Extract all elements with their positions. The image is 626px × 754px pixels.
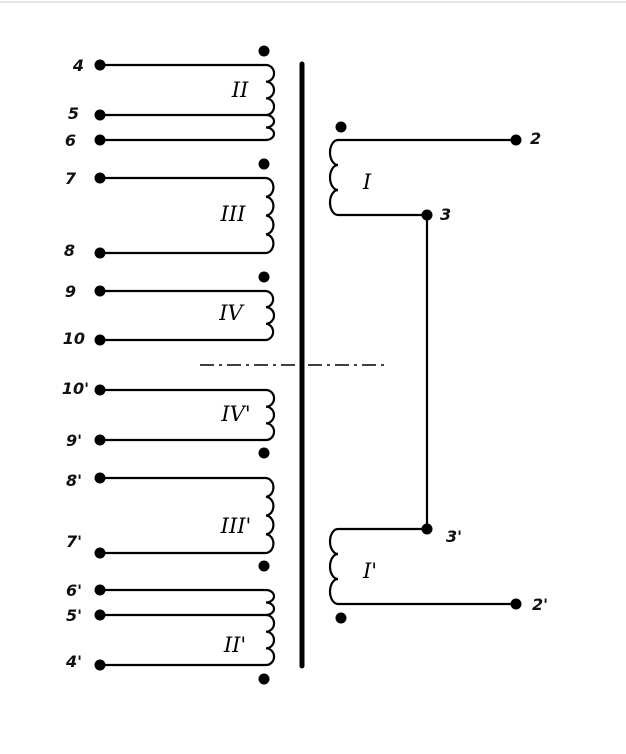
pin-dot-10	[94, 334, 106, 346]
polarity-dot-II	[258, 45, 270, 57]
winding-label-II: II	[231, 78, 249, 102]
pin-dot-5-prime	[94, 609, 106, 621]
winding-label-II-prime: II'	[223, 633, 246, 657]
winding-label-IV-prime: IV'	[220, 402, 250, 426]
winding-IV-prime	[94, 384, 276, 459]
pin-label-4-prime: 4'	[65, 652, 82, 671]
pin-label-9-prime: 9'	[66, 431, 82, 450]
winding-III-prime	[94, 472, 275, 572]
pin-label-7-prime: 7'	[66, 532, 82, 551]
pin-dot-8	[94, 247, 106, 259]
pin-label-4: 4	[72, 56, 84, 75]
polarity-dot-IV-prime	[258, 447, 270, 459]
pin-dot-4	[94, 59, 106, 71]
polarity-dot-IV	[258, 271, 270, 283]
pin-dot-4-prime	[94, 659, 106, 671]
pin-label-8-prime: 8'	[66, 471, 82, 490]
winding-label-IV: IV	[218, 301, 244, 325]
pin-label-2-prime: 2'	[532, 595, 548, 614]
pin-label-8: 8	[64, 241, 75, 260]
pin-label-2: 2	[530, 129, 541, 148]
pin-dot-9-prime	[94, 434, 106, 446]
pin-label-3: 3	[440, 205, 451, 224]
winding-label-III: III	[220, 202, 247, 226]
pin-dot-7	[94, 172, 106, 184]
winding-label-III-prime: III'	[220, 514, 252, 538]
pin-label-6-prime: 6'	[66, 581, 82, 600]
winding-label-I: I	[362, 170, 372, 194]
polarity-dot-I	[335, 121, 347, 133]
pin-dot-9	[94, 285, 106, 297]
polarity-dot-III	[258, 158, 270, 170]
winding-II-prime	[94, 584, 276, 685]
polarity-dot-III-prime	[258, 560, 270, 572]
pin-dot-8-prime	[94, 472, 106, 484]
pin-dot-5	[94, 109, 106, 121]
winding-II	[94, 45, 276, 146]
pin-label-7: 7	[65, 169, 77, 188]
pin-dot-3-prime	[421, 523, 433, 535]
pin-label-9: 9	[65, 282, 76, 301]
winding-I-prime	[328, 523, 522, 624]
pin-dot-6-prime	[94, 584, 106, 596]
polarity-dot-I-prime	[335, 612, 347, 624]
pin-label-6: 6	[65, 131, 76, 150]
pin-label-5-prime: 5'	[66, 606, 82, 625]
pin-label-5: 5	[68, 104, 79, 123]
pin-label-10: 10	[63, 329, 85, 348]
pin-label-10-prime: 10'	[62, 379, 89, 398]
pin-dot-6	[94, 134, 106, 146]
winding-label-I-prime: I'	[362, 559, 377, 583]
pin-dot-2	[510, 134, 522, 146]
pin-dot-10-prime	[94, 384, 106, 396]
pin-dot-7-prime	[94, 547, 106, 559]
polarity-dot-II-prime	[258, 673, 270, 685]
pin-dot-2-prime	[510, 598, 522, 610]
winding-IV	[94, 271, 276, 346]
winding-I	[328, 121, 522, 221]
pin-label-3-prime: 3'	[446, 527, 462, 546]
winding-III	[94, 158, 275, 259]
